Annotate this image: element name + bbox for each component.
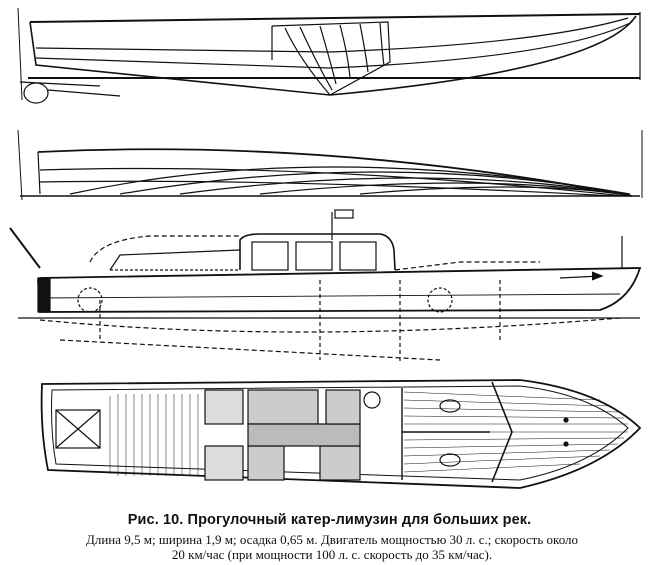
deck-plan-view [40, 379, 642, 489]
caption-line-1: Длина 9,5 м; ширина 1,9 м; осадка 0,65 м… [85, 532, 579, 547]
boat-drawing [9, 7, 643, 489]
profile-lines-view [17, 7, 641, 104]
half-breadth-view [17, 129, 643, 201]
caption-line-2: 20 км/час (при мощности 100 л. с. скорос… [171, 547, 493, 562]
side-elevation-view [9, 209, 642, 362]
figure-caption-title: Рис. 10. Прогулочный катер-лимузин для б… [127, 512, 532, 528]
figure-caption-body: Длина 9,5 м; ширина 1,9 м; осадка 0,65 м… [14, 532, 650, 562]
